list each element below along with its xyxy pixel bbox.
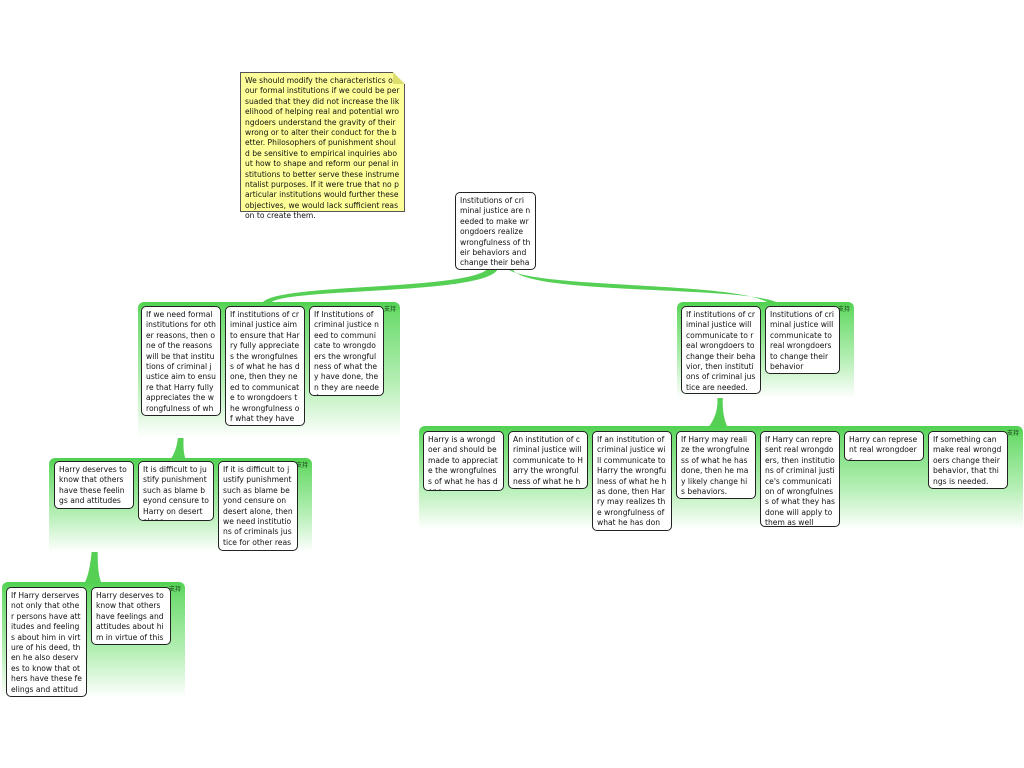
support-label: 支持 bbox=[837, 306, 850, 313]
claim-left-mid-1[interactable]: Harry deserves to know that others have … bbox=[54, 461, 134, 509]
claim-text: An institution of criminal justice will … bbox=[513, 435, 583, 488]
claim-left-bottom-2[interactable]: Harry deserves to know that others have … bbox=[91, 587, 171, 645]
claim-left-mid-3[interactable]: If it is difficult to justify punishment… bbox=[218, 461, 298, 551]
claim-left-top-3[interactable]: If Institutions of criminal justice need… bbox=[309, 306, 384, 396]
support-label: 支持 bbox=[295, 462, 308, 469]
connector-right-top-to-bottom bbox=[708, 394, 728, 428]
claim-right-bottom-4[interactable]: If Harry may realize the wrongfulness of… bbox=[676, 431, 756, 499]
claim-text: If an institution of criminal justice wi… bbox=[597, 435, 667, 530]
note-card: We should modify the characteristics of … bbox=[240, 72, 405, 220]
support-label: 支持 bbox=[1006, 430, 1019, 437]
claim-right-bottom-5[interactable]: If Harry can represent real wrongdoers, … bbox=[760, 431, 840, 527]
claim-right-bottom-1[interactable]: Harry is a wrongdoer and should be made … bbox=[423, 431, 504, 491]
claim-text: If Harry may realize the wrongfulness of… bbox=[681, 435, 750, 497]
note-text: We should modify the characteristics of … bbox=[245, 76, 400, 221]
connector-root-right bbox=[505, 266, 780, 304]
note-fold-corner bbox=[393, 72, 405, 84]
root-claim-text: Institutions of criminal justice are nee… bbox=[460, 196, 531, 269]
claim-text: Harry deserves to know that others have … bbox=[96, 591, 164, 644]
claim-left-top-1[interactable]: If we need formal institutions for other… bbox=[141, 306, 221, 416]
claim-text: Harry is a wrongdoer and should be made … bbox=[428, 435, 498, 490]
claim-text: If we need formal institutions for other… bbox=[146, 310, 216, 415]
claim-right-top-2[interactable]: Institutions of criminal justice will co… bbox=[765, 306, 840, 374]
claim-right-bottom-7[interactable]: If something can make real wrongdoers ch… bbox=[928, 431, 1008, 489]
connector-root-left bbox=[262, 266, 498, 304]
claim-text: If Harry can represent real wrongdoers, … bbox=[765, 435, 835, 527]
root-claim[interactable]: Institutions of criminal justice are nee… bbox=[455, 192, 536, 270]
claim-text: If something can make real wrongdoers ch… bbox=[933, 435, 1002, 486]
claim-right-top-1[interactable]: If institutions of criminal justice will… bbox=[681, 306, 761, 394]
claim-right-bottom-2[interactable]: An institution of criminal justice will … bbox=[508, 431, 588, 489]
claim-text: Institutions of criminal justice will co… bbox=[770, 310, 834, 372]
claim-text: If Institutions of criminal justice need… bbox=[314, 310, 379, 395]
claim-text: If institutions of criminal justice aim … bbox=[230, 310, 300, 425]
claim-text: If Harry derserves not only that other p… bbox=[11, 591, 82, 696]
support-label: 支持 bbox=[383, 306, 396, 313]
claim-text: It is difficult to justify punishment su… bbox=[143, 465, 209, 520]
claim-left-mid-2[interactable]: It is difficult to justify punishment su… bbox=[138, 461, 214, 521]
claim-text: Harry can represent real wrongdoers. bbox=[849, 435, 918, 461]
support-label: 支持 bbox=[168, 586, 181, 593]
claim-left-bottom-1[interactable]: If Harry derserves not only that other p… bbox=[6, 587, 87, 697]
claim-text: If institutions of criminal justice will… bbox=[686, 310, 756, 392]
claim-right-bottom-6[interactable]: Harry can represent real wrongdoers. bbox=[844, 431, 924, 461]
claim-right-bottom-3[interactable]: If an institution of criminal justice wi… bbox=[592, 431, 672, 531]
claim-text: If it is difficult to justify punishment… bbox=[223, 465, 293, 550]
claim-left-top-2[interactable]: If institutions of criminal justice aim … bbox=[225, 306, 305, 426]
claim-text: Harry deserves to know that others have … bbox=[59, 465, 127, 506]
